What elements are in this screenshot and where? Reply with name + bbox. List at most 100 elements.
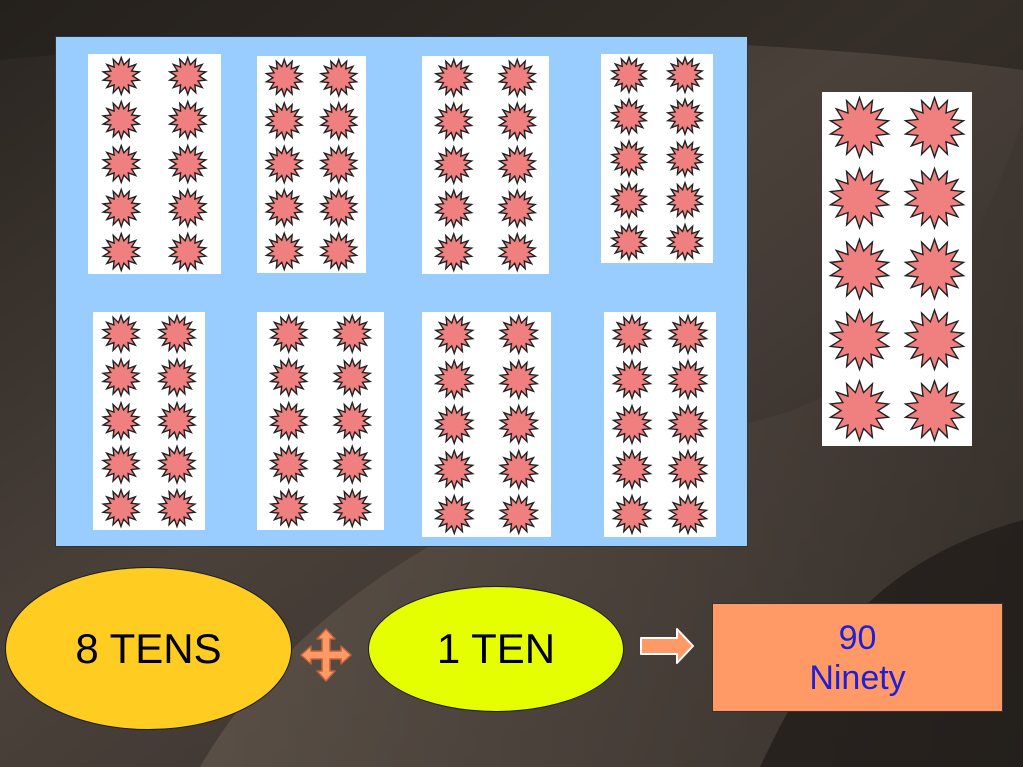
star-icon bbox=[497, 231, 538, 273]
star-icon bbox=[101, 143, 142, 185]
star-icon bbox=[101, 55, 142, 97]
star-icon bbox=[332, 356, 373, 398]
star-icon bbox=[167, 99, 208, 141]
one-ten-label: 1 TEN bbox=[436, 625, 556, 672]
star-icon bbox=[101, 187, 142, 229]
star-icon bbox=[498, 448, 540, 491]
star-icon bbox=[101, 356, 141, 398]
four-way-arrow-icon bbox=[300, 628, 352, 682]
star-icon bbox=[903, 237, 966, 301]
star-icon bbox=[433, 144, 474, 186]
star-icon bbox=[609, 222, 649, 262]
star-icon bbox=[667, 493, 709, 536]
star-icon bbox=[268, 400, 309, 442]
star-icon bbox=[665, 180, 705, 220]
star-icon bbox=[828, 378, 891, 443]
star-icon bbox=[318, 57, 359, 99]
star-group bbox=[433, 313, 540, 536]
star-icon bbox=[268, 356, 309, 398]
star-icon bbox=[609, 138, 649, 179]
star-icon bbox=[498, 403, 540, 446]
star-icon bbox=[667, 403, 709, 446]
star-icon bbox=[157, 356, 197, 398]
star-group bbox=[101, 55, 208, 273]
star-icon bbox=[611, 448, 653, 491]
star-icon bbox=[332, 444, 373, 486]
star-icon bbox=[101, 487, 141, 529]
star-icon bbox=[497, 57, 538, 99]
star-icon bbox=[433, 188, 474, 230]
star-icon bbox=[611, 493, 653, 536]
star-icon bbox=[903, 378, 966, 443]
star-icon bbox=[903, 95, 966, 160]
star-icon bbox=[903, 307, 966, 372]
star-icon bbox=[665, 222, 705, 262]
star-icon bbox=[101, 313, 141, 355]
star-icon bbox=[667, 358, 709, 401]
star-icon bbox=[264, 187, 305, 229]
star-icon bbox=[433, 313, 475, 356]
star-icon bbox=[167, 55, 208, 97]
star-icon bbox=[264, 144, 305, 185]
star-group bbox=[101, 313, 197, 529]
star-group bbox=[611, 313, 709, 536]
star-icon bbox=[167, 143, 208, 185]
star-icon bbox=[264, 230, 305, 272]
ten-card bbox=[88, 54, 221, 274]
star-icon bbox=[497, 144, 538, 186]
star-icon bbox=[611, 358, 653, 401]
one-ten-oval: 1 TEN bbox=[368, 586, 624, 712]
star-icon bbox=[157, 444, 197, 486]
star-icon bbox=[433, 358, 475, 401]
star-icon bbox=[498, 358, 540, 401]
star-icon bbox=[268, 313, 309, 355]
ten-card bbox=[604, 312, 716, 537]
ten-card bbox=[601, 54, 713, 263]
star-group bbox=[609, 55, 705, 262]
star-icon bbox=[318, 144, 359, 185]
star-icon bbox=[609, 180, 649, 220]
star-group bbox=[433, 57, 538, 273]
star-icon bbox=[318, 230, 359, 272]
ten-card bbox=[422, 56, 549, 274]
ten-card bbox=[93, 312, 205, 530]
star-icon bbox=[497, 188, 538, 230]
star-icon bbox=[828, 95, 891, 160]
star-icon bbox=[497, 100, 538, 142]
star-icon bbox=[101, 444, 141, 486]
star-icon bbox=[101, 400, 141, 442]
star-icon bbox=[332, 400, 373, 442]
star-icon bbox=[828, 307, 891, 372]
star-icon bbox=[609, 55, 649, 95]
star-icon bbox=[157, 313, 197, 355]
star-icon bbox=[665, 97, 705, 137]
star-icon bbox=[498, 493, 540, 536]
ten-card bbox=[257, 312, 384, 530]
star-icon bbox=[268, 487, 309, 529]
star-icon bbox=[609, 97, 649, 137]
star-icon bbox=[268, 444, 309, 486]
star-group bbox=[264, 57, 359, 272]
star-icon bbox=[318, 187, 359, 229]
star-icon bbox=[433, 403, 475, 446]
result-word: Ninety bbox=[809, 658, 906, 697]
star-group bbox=[828, 95, 966, 443]
star-icon bbox=[667, 448, 709, 491]
right-arrow-icon bbox=[640, 628, 694, 664]
star-icon bbox=[157, 400, 197, 442]
star-icon bbox=[498, 313, 540, 356]
star-icon bbox=[665, 138, 705, 179]
result-number: 90 bbox=[838, 618, 877, 657]
result-box: 90 Ninety bbox=[712, 603, 1003, 712]
star-icon bbox=[264, 100, 305, 142]
star-icon bbox=[433, 57, 474, 99]
star-icon bbox=[332, 487, 373, 529]
star-icon bbox=[828, 237, 891, 301]
star-icon bbox=[433, 493, 475, 536]
star-group bbox=[268, 313, 373, 529]
star-icon bbox=[332, 313, 373, 355]
star-icon bbox=[611, 313, 653, 356]
star-icon bbox=[903, 166, 966, 231]
star-icon bbox=[665, 55, 705, 95]
extra-ten-card bbox=[822, 92, 972, 446]
